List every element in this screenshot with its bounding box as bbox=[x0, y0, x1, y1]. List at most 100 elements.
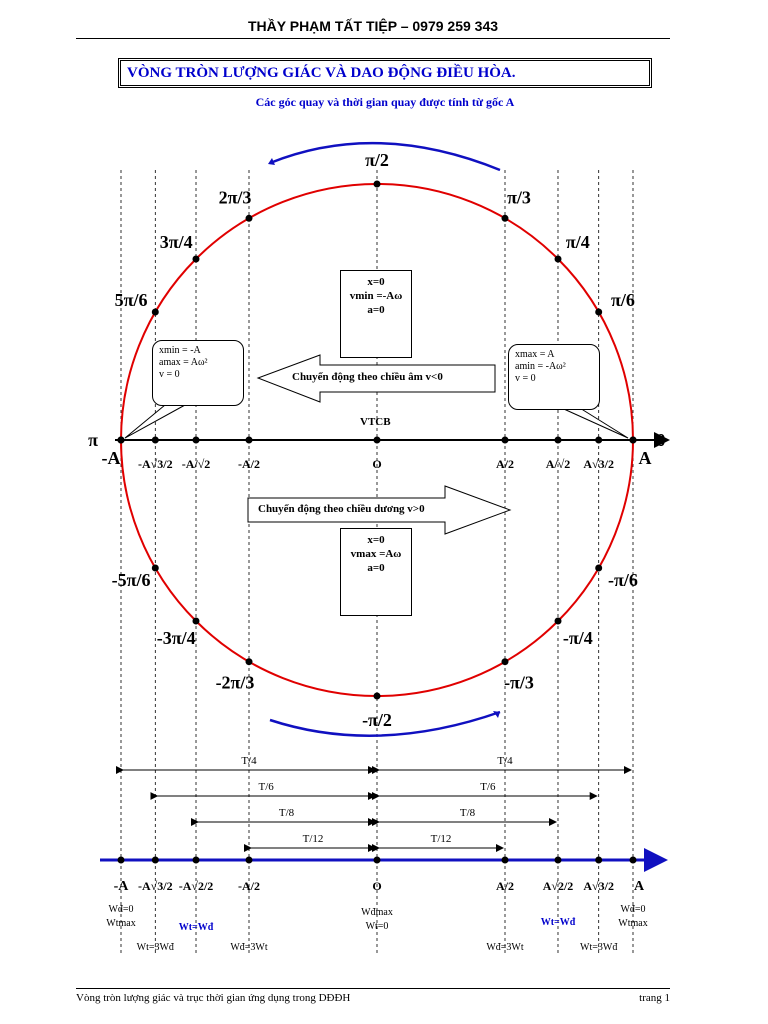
axis-label: -A/2 bbox=[238, 457, 260, 471]
bottom-axis-label: A bbox=[634, 879, 645, 894]
box-bottom-a: a=0 bbox=[367, 562, 385, 574]
page-header: THẦY PHẠM TẤT TIỆP – 0979 259 343 bbox=[76, 18, 670, 39]
bottom-axis-point bbox=[151, 856, 159, 864]
angle-label: -5π/6 bbox=[112, 570, 151, 590]
box-bottom-state: x=0 vmax =Aω a=0 bbox=[340, 528, 412, 616]
arrow-positive-direction bbox=[247, 485, 512, 535]
box-top-x: x=0 bbox=[367, 276, 385, 288]
bubble-left-a: amax = Aω² bbox=[159, 357, 208, 368]
time-interval-label: T/6 bbox=[259, 781, 275, 793]
bottom-axis-label: A√2/2 bbox=[543, 879, 574, 893]
angle-label: π bbox=[88, 430, 98, 450]
box-top-v: vmin =-Aω bbox=[349, 290, 403, 302]
circle-point bbox=[373, 692, 381, 700]
energy-label: Wt=0 bbox=[366, 921, 389, 932]
angle-label: 2π/3 bbox=[219, 188, 252, 208]
bottom-axis-point bbox=[554, 856, 562, 864]
axis-label: A/2 bbox=[496, 457, 514, 471]
circle-point bbox=[192, 255, 200, 263]
axis-label: A/√2 bbox=[546, 457, 571, 471]
energy-label: Wt=3Wđ bbox=[137, 942, 174, 953]
bottom-axis-label: -A/2 bbox=[238, 879, 260, 893]
box-top-state: x=0 vmin =-Aω a=0 bbox=[340, 270, 412, 358]
bottom-axis-point bbox=[629, 856, 637, 864]
rotation-arrow-bottom bbox=[269, 710, 501, 737]
circle-point bbox=[151, 564, 159, 572]
circle-point bbox=[245, 658, 253, 666]
axis-point bbox=[595, 436, 603, 444]
rotation-arrow-top-head bbox=[268, 158, 275, 165]
bubble-left-tail bbox=[124, 404, 186, 439]
bottom-axis-point bbox=[245, 856, 253, 864]
angle-label: π/2 bbox=[365, 150, 389, 170]
angle-label: -π/2 bbox=[362, 710, 392, 730]
axis-point bbox=[501, 436, 509, 444]
axis-label: -A√3/2 bbox=[138, 457, 173, 471]
energy-label: Wt=Wđ bbox=[179, 922, 214, 933]
bottom-axis-label: -A bbox=[114, 879, 130, 894]
bubble-right-v: v = 0 bbox=[515, 373, 536, 384]
bubble-right-x: xmax = A bbox=[515, 349, 555, 360]
circle-point bbox=[595, 308, 603, 316]
circle-point bbox=[245, 214, 253, 222]
bottom-axis-label: -A√3/2 bbox=[138, 879, 173, 893]
angle-label: π/3 bbox=[507, 188, 531, 208]
page-footer: Vòng tròn lượng giác và trục thời gian ứ… bbox=[76, 988, 670, 1004]
circle-point bbox=[373, 180, 381, 188]
bottom-axis-point bbox=[595, 856, 603, 864]
energy-label: Wđ=3Wt bbox=[486, 942, 524, 953]
box-bottom-v: vmax =Aω bbox=[350, 548, 402, 560]
angle-label: -π/4 bbox=[563, 628, 593, 648]
energy-label: Wđmax bbox=[361, 907, 393, 918]
circle-point bbox=[501, 214, 509, 222]
page-subtitle: Các góc quay và thời gian quay được tính… bbox=[255, 95, 515, 109]
time-interval-label: T/8 bbox=[460, 807, 476, 819]
angle-label: -2π/3 bbox=[216, 672, 255, 692]
bubble-left-x: xmin = -A bbox=[159, 345, 201, 356]
axis-label: O bbox=[372, 457, 381, 471]
axis-point bbox=[117, 436, 125, 444]
page-number: trang 1 bbox=[639, 992, 670, 1004]
energy-label: Wt=Wđ bbox=[541, 917, 576, 928]
axis-point bbox=[373, 436, 381, 444]
angle-label: 5π/6 bbox=[115, 290, 148, 310]
energy-label: Wtmax bbox=[106, 918, 135, 929]
bottom-axis-label: A√3/2 bbox=[583, 879, 614, 893]
arrow-positive-label: Chuyển động theo chiều dương v>0 bbox=[258, 503, 425, 515]
circle-point bbox=[151, 308, 159, 316]
axis-point bbox=[245, 436, 253, 444]
bottom-axis-label: -A√2/2 bbox=[179, 879, 214, 893]
axis-label: A√3/2 bbox=[583, 457, 614, 471]
circle-point bbox=[554, 255, 562, 263]
axis-label: A bbox=[639, 448, 652, 468]
bottom-axis-point bbox=[117, 856, 125, 864]
page-title: VÒNG TRÒN LƯỢNG GIÁC VÀ DAO ĐỘNG ĐIỀU HÒ… bbox=[127, 65, 516, 81]
arrow-negative-direction bbox=[256, 354, 496, 403]
bubble-left-state: xmin = -A amax = Aω² v = 0 bbox=[152, 340, 244, 406]
circle-point bbox=[501, 658, 509, 666]
angle-label: -π/3 bbox=[504, 672, 534, 692]
circle-point bbox=[192, 617, 200, 625]
angle-label: -π/6 bbox=[608, 570, 638, 590]
bubble-left-v: v = 0 bbox=[159, 369, 180, 380]
time-interval-label: T/4 bbox=[241, 755, 257, 767]
time-interval-label: T/8 bbox=[279, 807, 295, 819]
rotation-arrow-top bbox=[269, 141, 501, 172]
box-top-a: a=0 bbox=[367, 304, 385, 316]
bottom-axis-point bbox=[373, 856, 381, 864]
energy-label: Wđ=0 bbox=[108, 904, 133, 915]
arrow-negative-label: Chuyển động theo chiều âm v<0 bbox=[292, 371, 443, 383]
axis-point bbox=[151, 436, 159, 444]
bubble-right-state: xmax = A amin = -Aω² v = 0 bbox=[508, 344, 600, 410]
center-label: VTCB bbox=[360, 416, 391, 428]
axis-label: -A/√2 bbox=[182, 457, 211, 471]
axis-point bbox=[192, 436, 200, 444]
energy-label: Wtmax bbox=[618, 918, 647, 929]
time-interval-label: T/12 bbox=[303, 833, 324, 845]
bottom-axis-label: O bbox=[372, 879, 381, 893]
energy-label: Wđ=3Wt bbox=[230, 942, 268, 953]
axis-point bbox=[629, 436, 637, 444]
axis-point bbox=[554, 436, 562, 444]
